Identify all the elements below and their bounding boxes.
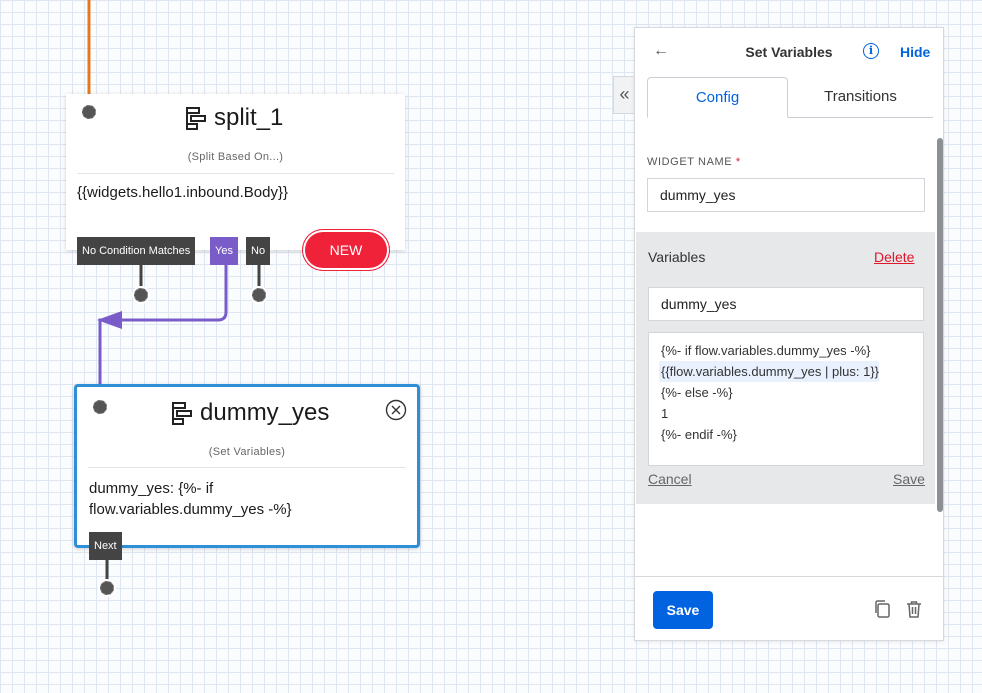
new-widget-badge[interactable]: NEW [302, 229, 390, 271]
value-line: 1 [661, 406, 669, 421]
widget-name-label: WIDGET NAME * [647, 156, 741, 168]
hide-panel-link[interactable]: Hide [900, 44, 931, 60]
variable-key-input[interactable]: dummy_yes [648, 287, 924, 321]
set-variables-widget-icon [170, 401, 194, 425]
set-node-title: dummy_yes [200, 399, 330, 426]
panel-footer: Save [635, 576, 943, 641]
set-node-subtitle: (Set Variables) [208, 446, 286, 458]
transition-no-condition-matches[interactable]: No Condition Matches [77, 237, 196, 265]
yes-wire [98, 262, 228, 384]
value-line-selected: {{flow.variables.dummy_yes | plus: 1}} [659, 361, 879, 382]
set-node-divider [88, 467, 406, 468]
transition-yes[interactable]: Yes [210, 237, 238, 265]
value-line: {%- endif -%} [661, 427, 737, 442]
split-node-title: split_1 [214, 104, 284, 131]
variable-cancel-link[interactable]: Cancel [648, 471, 692, 487]
variables-section: Variables Delete dummy_yes {%- if flow.v… [636, 232, 935, 504]
value-line: {%- else -%} [661, 385, 733, 400]
no-condition-output-port[interactable] [134, 288, 148, 302]
split-input-port[interactable] [82, 105, 96, 119]
panel-header: ← Set Variables i Hide [635, 28, 943, 76]
split-node[interactable]: split_1 (Split Based On...) {{widgets.he… [66, 94, 405, 250]
transition-no[interactable]: No [246, 237, 271, 265]
variables-title: Variables [648, 249, 706, 265]
split-node-divider [77, 173, 394, 174]
panel-scrollbar[interactable] [937, 138, 943, 512]
set-node-header: dummy_yes [170, 399, 329, 427]
trash-icon[interactable] [905, 599, 923, 619]
collapse-panel-button[interactable]: « [613, 76, 635, 114]
transition-next[interactable]: Next [89, 532, 122, 560]
close-icon[interactable] [385, 399, 407, 421]
set-node-input-port[interactable] [93, 400, 107, 414]
split-node-subtitle: (Split Based On...) [187, 151, 284, 163]
variables-delete-link[interactable]: Delete [874, 249, 915, 265]
widget-name-input[interactable]: dummy_yes [647, 178, 925, 212]
next-output-port[interactable] [100, 581, 114, 595]
panel-title: Set Variables [745, 44, 833, 60]
split-node-header: split_1 [184, 104, 283, 132]
widget-name-label-text: WIDGET NAME [647, 156, 733, 168]
copy-icon[interactable] [873, 599, 891, 619]
tab-config[interactable]: Config [647, 77, 788, 118]
tab-transitions[interactable]: Transitions [824, 88, 897, 105]
required-mark: * [735, 156, 741, 168]
yes-wire-arrowhead [97, 311, 122, 329]
no-output-port[interactable] [252, 288, 266, 302]
set-node-body: dummy_yes: {%- if flow.variables.dummy_y… [89, 480, 292, 518]
info-icon[interactable]: i [863, 43, 879, 59]
split-node-body: {{widgets.hello1.inbound.Body}} [77, 184, 289, 201]
variable-value-textarea[interactable]: {%- if flow.variables.dummy_yes -%} {{fl… [648, 332, 924, 466]
value-line: {%- if flow.variables.dummy_yes -%} [661, 343, 871, 358]
panel-tabs: Config Transitions [647, 77, 933, 118]
split-widget-icon [184, 106, 208, 130]
variable-save-link[interactable]: Save [893, 471, 925, 487]
save-button[interactable]: Save [653, 591, 713, 629]
set-variables-node[interactable]: dummy_yes (Set Variables) dummy_yes: {%-… [74, 384, 420, 548]
back-arrow-icon[interactable]: ← [653, 42, 669, 59]
widget-config-panel: ← Set Variables i Hide Config Transition… [634, 27, 944, 641]
